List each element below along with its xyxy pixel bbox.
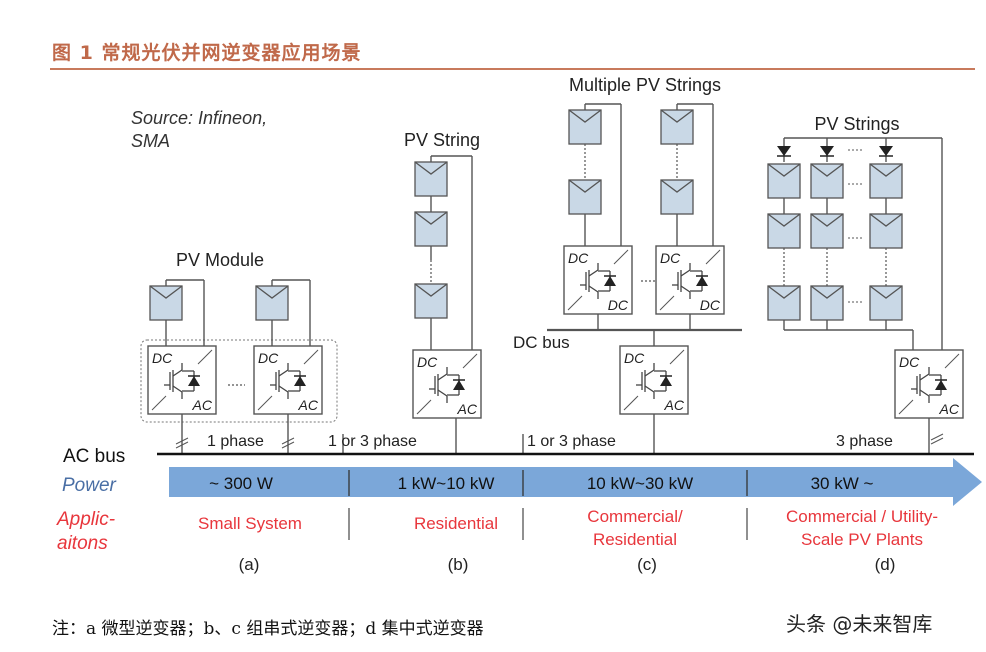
phase-tick <box>930 437 944 445</box>
converter-diagonal <box>567 295 583 311</box>
diagram-static-layer: DC AC DC AC DC AC DC DC DC DC DC AC DC AC <box>140 103 964 454</box>
pv-module-icon <box>568 109 602 145</box>
converter-output-label: AC <box>192 397 213 413</box>
source-text-line1: Source: Infineon, <box>131 108 267 128</box>
phase-label-b: 1 or 3 phase <box>328 433 417 450</box>
pv-module-icon <box>660 109 694 145</box>
section-letter-b: (b) <box>448 555 469 574</box>
converter-output-label: AC <box>664 397 685 413</box>
dc-bus-label: DC bus <box>513 333 570 352</box>
phase-tick <box>930 433 944 441</box>
phase-label-d: 3 phase <box>836 433 893 450</box>
pv-module-icon <box>810 285 844 321</box>
watermark: 头条 @未来智库 <box>786 612 933 636</box>
phase-tick <box>175 437 189 445</box>
converter-output-label: AC <box>939 401 960 417</box>
application-b: Residential <box>414 514 498 533</box>
converter-diagonal <box>613 249 629 265</box>
power-value-c: 10 kW~30 kW <box>587 474 693 493</box>
pv-module-icon <box>869 163 903 199</box>
converter-diagonal <box>416 399 432 415</box>
source-text-line2: SMA <box>131 131 170 151</box>
pv-module-icon <box>255 285 289 321</box>
pv-module-icon <box>869 213 903 249</box>
section-letter-d: (d) <box>875 555 896 574</box>
micro-inverter-group-outline <box>140 339 338 423</box>
converter-input-label: DC <box>258 350 279 366</box>
application-c-line2: Residential <box>593 530 677 549</box>
applications-label-line2: aitons <box>57 533 108 554</box>
pv-module-icon <box>568 179 602 215</box>
section-letter-c: (c) <box>637 555 657 574</box>
power-arrow <box>169 458 982 506</box>
converter-input-label: DC <box>568 250 589 266</box>
phase-tick <box>281 441 295 449</box>
heading-pv-module: PV Module <box>176 250 264 270</box>
diode-icon <box>819 145 835 157</box>
pv-module-icon <box>810 213 844 249</box>
pv-module-icon <box>660 179 694 215</box>
phase-tick <box>175 441 189 449</box>
power-value-b: 1 kW~10 kW <box>398 474 495 493</box>
converter-diagonal <box>659 295 675 311</box>
application-a: Small System <box>198 514 302 533</box>
converter-input-label: DC <box>417 354 438 370</box>
pv-module-icon <box>414 161 448 197</box>
figure-title: 图 1 常规光伏并网逆变器应用场景 <box>52 42 362 64</box>
phase-label-a: 1 phase <box>207 433 264 450</box>
application-d-line2: Scale PV Plants <box>801 530 923 549</box>
title-divider <box>50 68 975 70</box>
converter-diagonal <box>197 349 213 365</box>
pv-module-icon <box>414 283 448 319</box>
heading-multiple-pv-strings: Multiple PV Strings <box>569 75 721 95</box>
applications-label-line1: Applic- <box>56 509 115 530</box>
pv-module-icon <box>767 213 801 249</box>
phase-tick <box>281 437 295 445</box>
converter-output-label: DC <box>608 297 629 313</box>
converter-output-label: DC <box>700 297 721 313</box>
converter-output-label: AC <box>298 397 319 413</box>
power-row-label: Power <box>62 475 117 496</box>
converter-diagonal <box>151 395 167 411</box>
converter-input-label: DC <box>899 354 920 370</box>
converter-diagonal <box>705 249 721 265</box>
heading-pv-strings: PV Strings <box>814 114 899 134</box>
heading-pv-string: PV String <box>404 130 480 150</box>
converter-input-label: DC <box>152 350 173 366</box>
pv-module-icon <box>767 163 801 199</box>
pv-module-icon <box>869 285 903 321</box>
section-letter-a: (a) <box>239 555 260 574</box>
converter-diagonal <box>623 395 639 411</box>
figure-note: 注：a 微型逆变器；b、c 组串式逆变器；d 集中式逆变器 <box>52 619 484 639</box>
phase-label-c: 1 or 3 phase <box>527 433 616 450</box>
application-d-line1: Commercial / Utility- <box>786 507 938 526</box>
converter-output-label: AC <box>457 401 478 417</box>
converter-diagonal <box>257 395 273 411</box>
converter-diagonal <box>303 349 319 365</box>
application-c-line1: Commercial/ <box>587 507 683 526</box>
converter-diagonal <box>669 349 685 365</box>
converter-diagonal <box>898 399 914 415</box>
ac-bus-label: AC bus <box>63 446 125 467</box>
diode-icon <box>878 145 894 157</box>
power-value-d: 30 kW ~ <box>811 474 874 493</box>
pv-module-icon <box>414 211 448 247</box>
converter-input-label: DC <box>624 350 645 366</box>
pv-module-icon <box>810 163 844 199</box>
power-value-a: ~ 300 W <box>209 474 273 493</box>
diode-icon <box>776 145 792 157</box>
converter-diagonal <box>462 353 478 369</box>
pv-module-icon <box>767 285 801 321</box>
pv-module-icon <box>149 285 183 321</box>
converter-diagonal <box>944 353 960 369</box>
converter-input-label: DC <box>660 250 681 266</box>
